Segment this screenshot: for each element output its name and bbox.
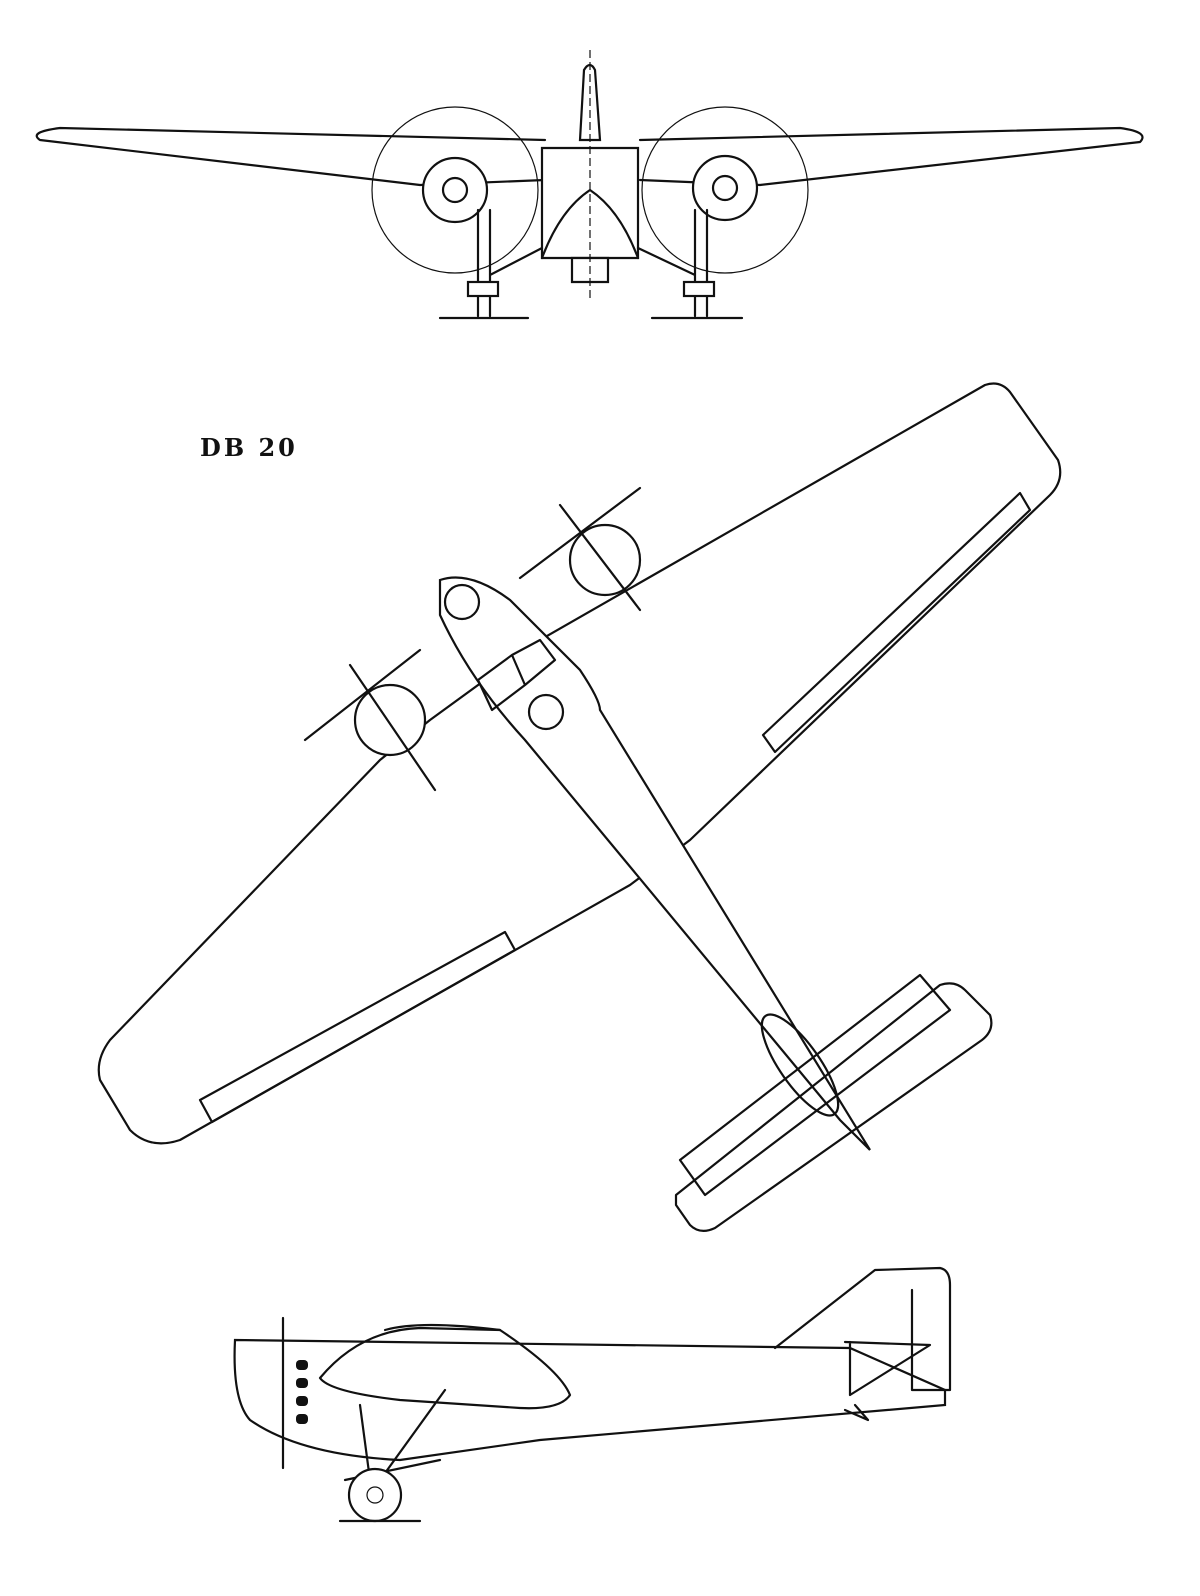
right-engine-plan <box>518 486 642 612</box>
left-gear-front <box>438 208 544 320</box>
left-wing-front <box>35 126 547 187</box>
left-engine-plan <box>303 648 437 792</box>
front-view <box>35 50 1144 320</box>
plan-view <box>97 382 1062 1232</box>
fuselage-side <box>233 1338 947 1462</box>
cockpit-windows <box>476 638 557 712</box>
right-propeller-disc <box>641 106 809 274</box>
wing-plan <box>97 382 1062 1145</box>
tailplane-side <box>843 1340 932 1397</box>
side-view <box>233 1266 952 1523</box>
tailplane <box>678 973 952 1197</box>
left-aileron <box>198 930 517 1124</box>
right-aileron <box>761 491 1032 754</box>
fin-side <box>773 1266 952 1392</box>
wing-side <box>318 1326 572 1410</box>
right-gear-front <box>636 208 744 320</box>
left-propeller-disc <box>371 106 539 274</box>
right-wing-front <box>638 126 1144 187</box>
wheel-side <box>347 1467 403 1523</box>
aircraft-designation-label: DB 20 <box>200 433 298 462</box>
